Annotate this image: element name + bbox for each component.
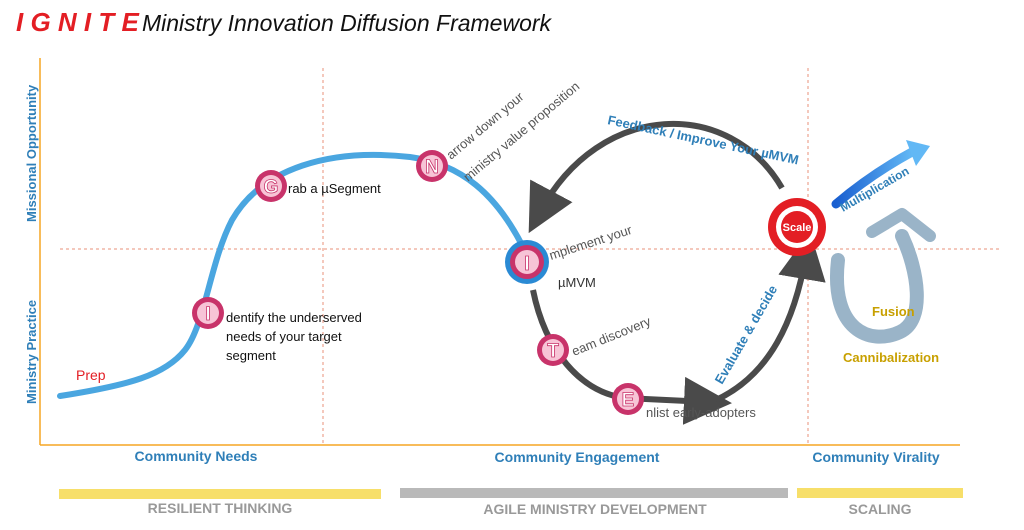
- band-resilient: [59, 489, 381, 499]
- fusion-arrowhead: [866, 208, 936, 242]
- step-i-letter: I: [205, 304, 210, 325]
- prep-label: Prep: [76, 367, 106, 383]
- step-i-implement: I: [505, 240, 549, 284]
- multiplication-arrowhead: [906, 140, 930, 166]
- y-label-top: Missional Opportunity: [24, 84, 39, 222]
- band-scaling: [797, 488, 963, 498]
- diffusion-curve: [57, 151, 525, 399]
- step-i2-letter: I: [524, 253, 530, 275]
- fusion-u-arrow: [829, 229, 924, 344]
- band-agile: [400, 488, 788, 498]
- step-t-team: T: [537, 334, 569, 366]
- column-label-engagement: Community Engagement: [495, 449, 660, 465]
- identify-line2: needs of your target: [226, 329, 342, 344]
- page-title: Ministry Innovation Diffusion Framework: [142, 10, 553, 36]
- team-text: eam discovery: [570, 313, 654, 358]
- band-label-scaling: SCALING: [849, 501, 912, 517]
- step-g-letter: G: [264, 177, 279, 198]
- grab-text: rab a µSegment: [288, 181, 381, 196]
- step-t-letter: T: [547, 341, 559, 362]
- step-e-enlist: E: [612, 383, 644, 415]
- discovery-path: [530, 289, 626, 401]
- evaluate-arrow: [714, 231, 826, 403]
- step-i-identify: I: [192, 297, 224, 329]
- y-label-bottom: Ministry Practice: [24, 300, 39, 404]
- identify-line3: segment: [226, 348, 276, 363]
- implement-line1: mplement your: [547, 222, 634, 263]
- feedback-label: Feedback / Improve Your µMVM: [606, 112, 800, 167]
- scale-target: Scale: [768, 198, 826, 256]
- band-label-agile: AGILE MINISTRY DEVELOPMENT: [483, 501, 707, 517]
- evaluate-label: Evaluate & decide: [712, 283, 781, 387]
- column-label-needs: Community Needs: [135, 448, 258, 464]
- implement-line2: µMVM: [558, 275, 596, 290]
- column-label-virality: Community Virality: [812, 449, 940, 465]
- step-n-narrow: N: [416, 150, 448, 182]
- enlist-text: nlist early-adopters: [646, 405, 756, 420]
- band-label-resilient: RESILIENT THINKING: [148, 500, 293, 516]
- step-e-letter: E: [622, 390, 635, 411]
- feedback-arrow: [528, 121, 785, 234]
- fusion-label: Fusion: [872, 304, 915, 319]
- step-n-letter: N: [425, 157, 439, 178]
- multiplication-arrow: [831, 147, 917, 209]
- identify-line1: dentify the underserved: [226, 310, 362, 325]
- scale-label: Scale: [783, 222, 812, 234]
- brand-title: I G N I T E: [16, 7, 139, 37]
- step-g-grab: G: [255, 170, 287, 202]
- cannibalization-label: Cannibalization: [843, 350, 939, 365]
